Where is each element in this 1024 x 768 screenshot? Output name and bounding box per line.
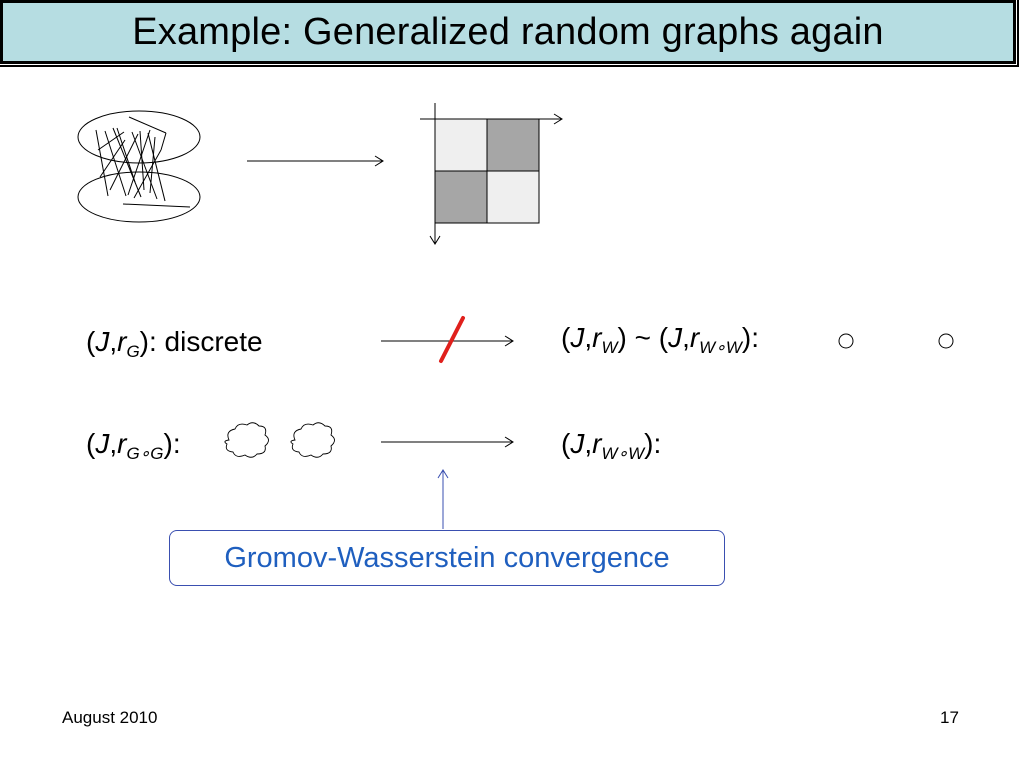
graphon-matrix — [420, 103, 563, 245]
point-circle-2 — [938, 333, 954, 349]
random-graph-drawing — [77, 110, 201, 223]
row1-right-formula: (J,rW) ~ (J,rW∘W): — [561, 322, 760, 357]
row2-right-formula: (J,rW∘W): — [561, 428, 662, 463]
row1-arrow — [381, 335, 514, 347]
graph-edges — [95, 116, 191, 208]
point-circle-1 — [838, 333, 854, 349]
cell-top-right — [486, 118, 540, 172]
lower-vertex-set — [77, 171, 201, 223]
cloud-shape-1 — [224, 422, 269, 458]
callout-box: Gromov-Wasserstein convergence — [169, 530, 725, 586]
cell-bottom-right — [486, 170, 540, 224]
row2-arrow — [381, 436, 514, 448]
callout-label: Gromov-Wasserstein convergence — [224, 541, 670, 574]
no-convergence-strike — [439, 316, 465, 363]
cell-bottom-left — [434, 170, 488, 224]
callout-pointer-arrow — [437, 469, 449, 529]
slide-title: Example: Generalized random graphs again — [132, 10, 884, 53]
footer-date: August 2010 — [62, 708, 158, 727]
row2-left-formula: (J,rG∘G): — [86, 428, 181, 463]
cell-top-left — [434, 118, 488, 172]
row1-left-formula: (J,rG): discrete — [86, 326, 263, 361]
upper-vertex-set — [77, 110, 201, 164]
cloud-shape-2 — [290, 422, 335, 458]
title-banner: Example: Generalized random graphs again — [0, 0, 1016, 64]
graph-to-graphon-arrow — [247, 155, 384, 167]
graphon-axes — [420, 103, 563, 245]
slide-number: 17 — [940, 708, 959, 727]
